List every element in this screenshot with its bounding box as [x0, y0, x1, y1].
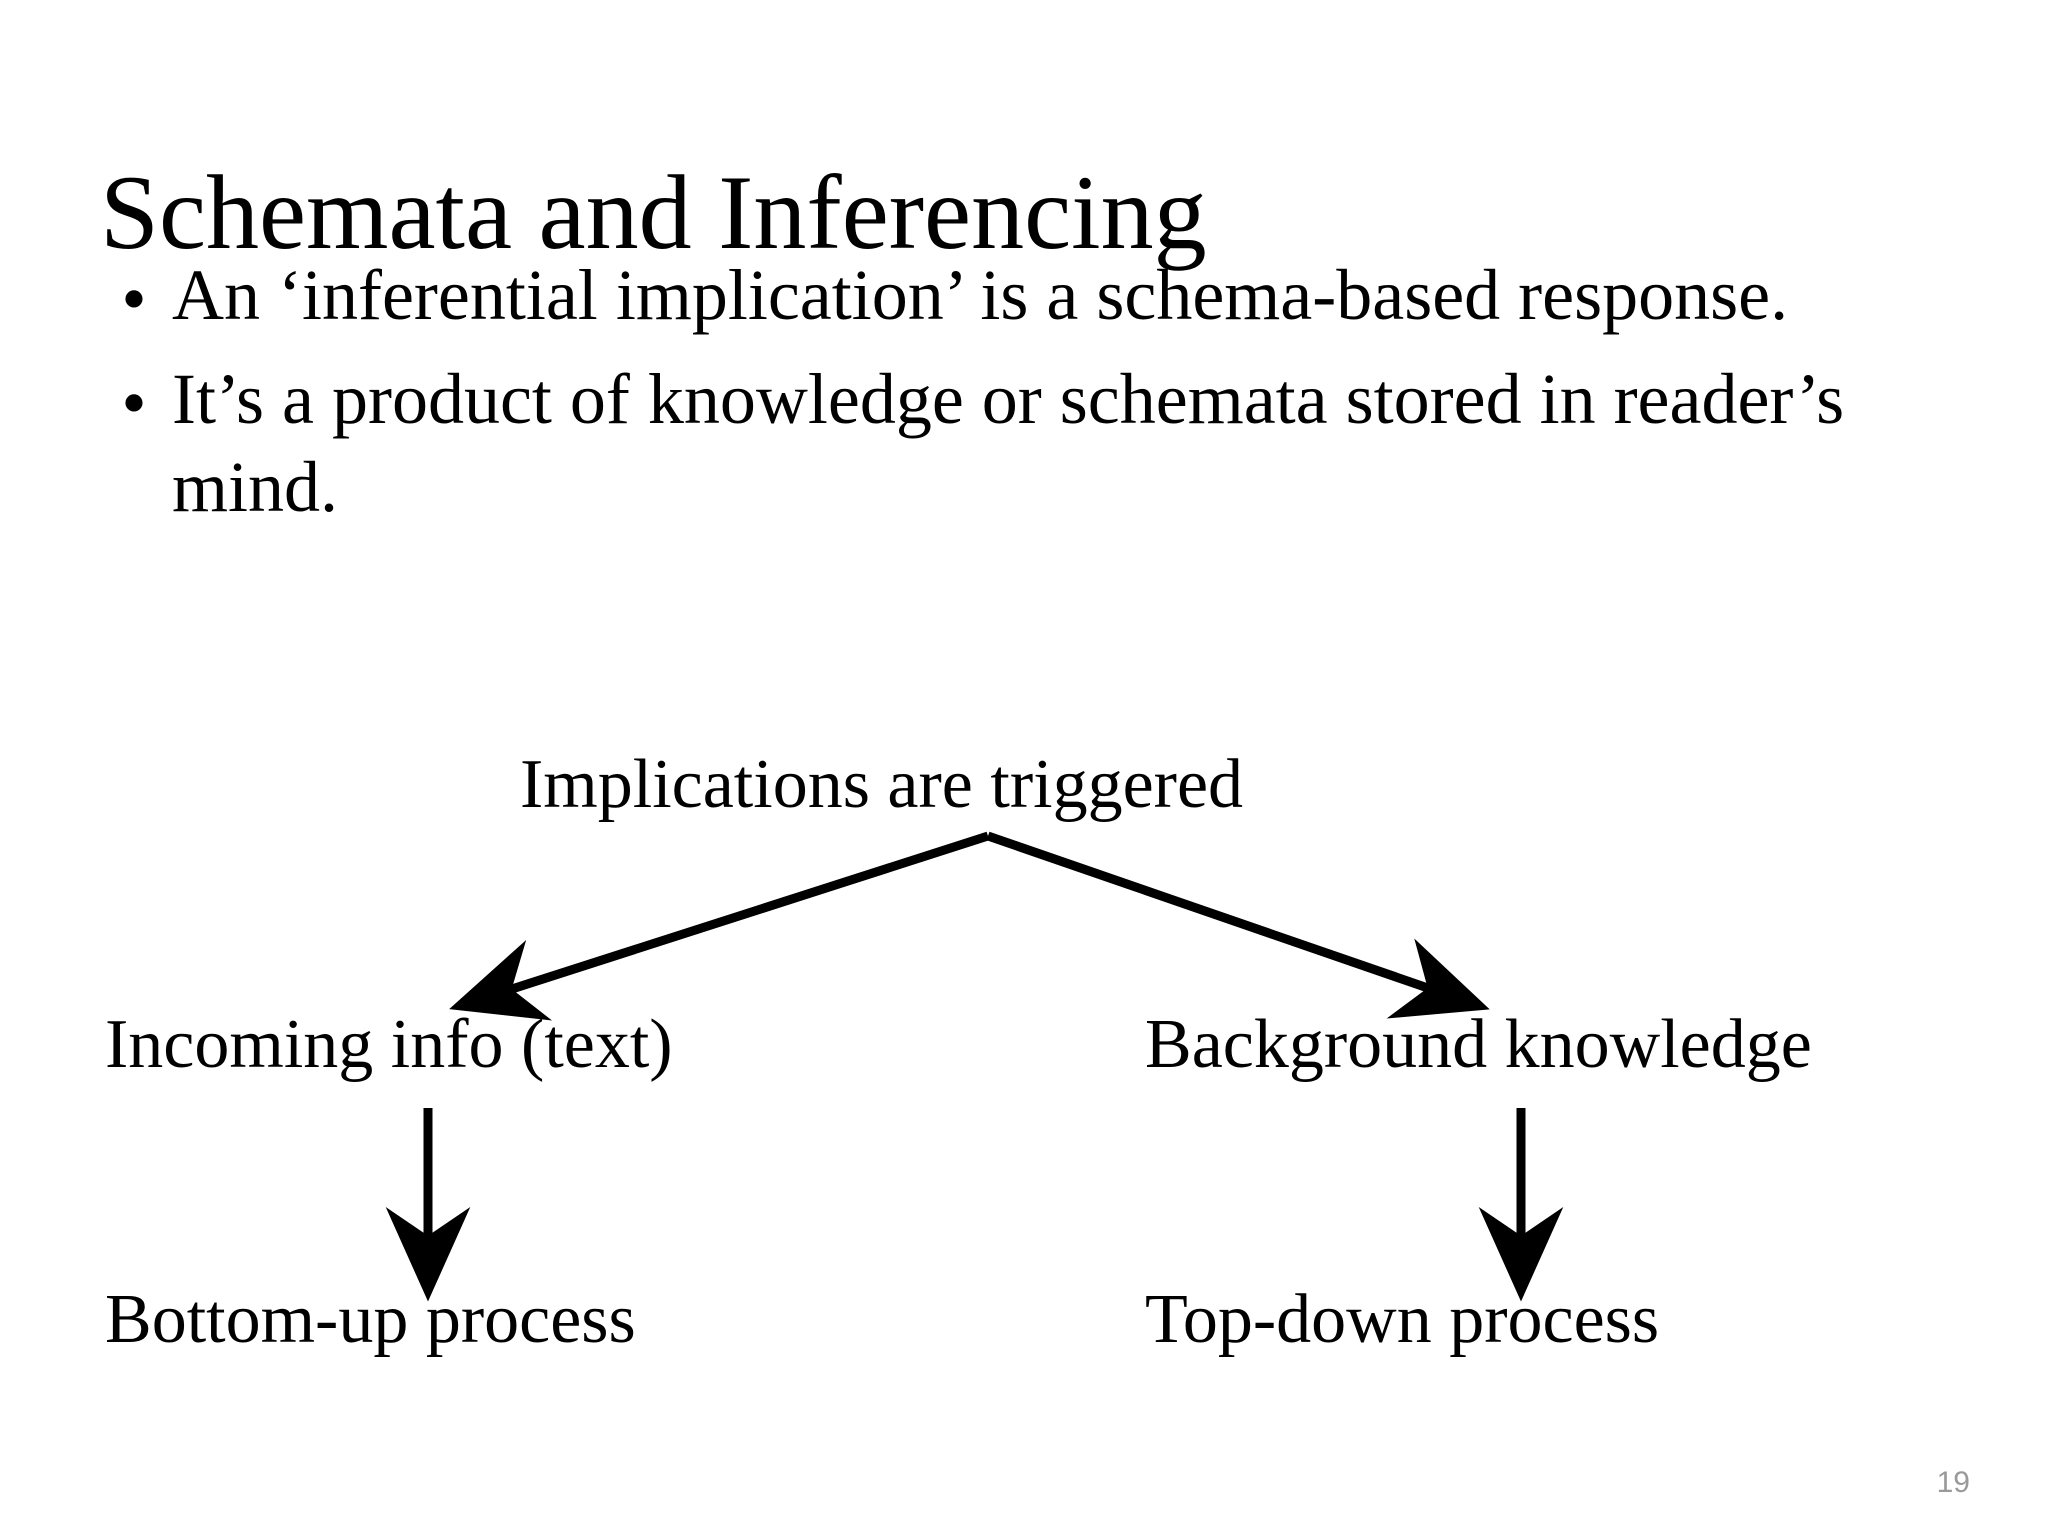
bullet-point-icon: • [121, 362, 147, 443]
bullet-text-1: An ‘inferential implication’ is a schema… [172, 255, 1789, 335]
diagram-branch-left-result-label: Bottom-up process [105, 1281, 636, 1358]
list-item: • An ‘inferential implication’ is a sche… [96, 252, 1976, 344]
diagram-branch-left-source-label: Incoming info (text) [105, 1006, 673, 1083]
bullet-text-2: It’s a product of knowledge or schemata … [172, 358, 1845, 527]
diagram-root-label: Implications are triggered [520, 746, 1244, 823]
arrow-root-to-background [986, 831, 1490, 1019]
page-number: 19 [1936, 1466, 1970, 1499]
arrow-root-to-incoming [449, 831, 990, 1021]
bullet-list: • An ‘inferential implication’ is a sche… [96, 252, 1976, 543]
list-item: • It’s a product of knowledge or schemat… [96, 356, 1976, 532]
diagram-branch-right-result-label: Top-down process [1145, 1281, 1660, 1358]
bullet-point-icon: • [121, 259, 147, 339]
page-title: Schemata and Inferencing [100, 154, 1207, 272]
diagram-branch-right-source-label: Background knowledge [1145, 1006, 1812, 1083]
